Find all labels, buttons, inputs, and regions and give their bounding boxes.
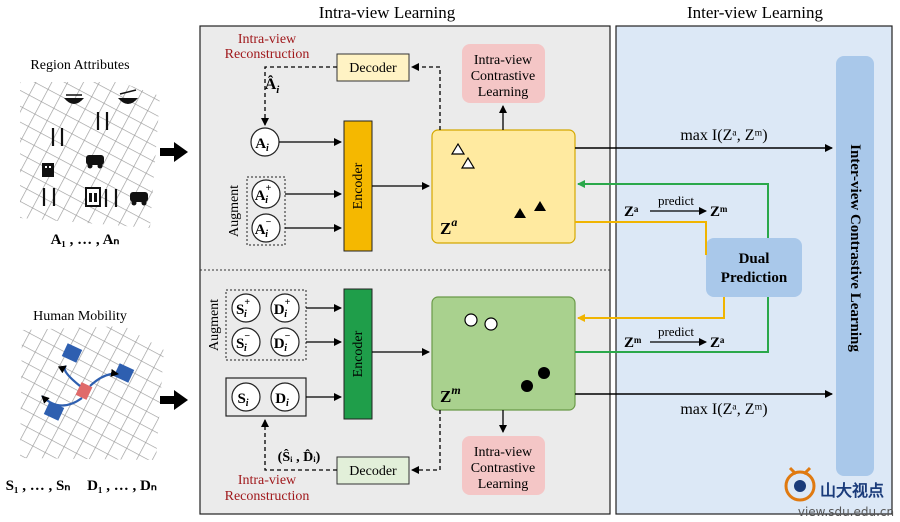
za-label: Za [440, 215, 457, 238]
bottom-intra-cl-label-1: Intra-view [474, 445, 533, 460]
zm-positive-point [464, 313, 478, 327]
top-intra-cl-label-3: Learning [478, 85, 529, 100]
bottom-encoder [343, 288, 373, 420]
bottom-encoder-label: Encoder [351, 330, 366, 377]
predict-top-to: Zᵐ [710, 204, 728, 220]
region-attributes-label: Region Attributes [30, 58, 129, 73]
mi-label-top: max I(Zᵃ, Zᵐ) [680, 127, 767, 144]
shop-icon [85, 187, 101, 207]
mobility-recon-output: (Ŝᵢ , D̂ᵢ) [278, 448, 321, 465]
bottom-intra-cl-label-3: Learning [478, 477, 529, 492]
inter-view-cl-box [836, 56, 874, 476]
zm-negative-point [521, 380, 533, 392]
za-negative-point [534, 201, 546, 211]
dashed-arrow [261, 419, 337, 471]
s-minus-node [231, 327, 261, 357]
predict-bottom-to: Zᵃ [710, 335, 725, 351]
top-intra-cl-label-2: Contrastive [471, 69, 536, 84]
bottom-decoder [336, 456, 410, 485]
a-minus-label: A−i [255, 217, 272, 240]
d-i-label: Di [275, 391, 289, 409]
mobility-sequence-s: S₁ , … , Sₙ [6, 478, 71, 494]
dual-prediction-label-1: Dual [739, 251, 770, 267]
bottom-recon-label-2: Reconstruction [225, 489, 310, 504]
bottom-recon-label-1: Intra-view [238, 473, 297, 488]
car-icon [130, 192, 148, 206]
bottom-augment-label: Augment [207, 299, 222, 351]
d-minus-label: D−i [274, 331, 291, 354]
intra-view-title: Intra-view Learning [319, 3, 456, 22]
a-plus-label: A+i [255, 183, 272, 206]
dual-prediction-label-2: Prediction [721, 270, 788, 286]
top-decoder-label: Decoder [349, 61, 397, 76]
a-hat-label: Âi [265, 74, 281, 96]
s-i-node [231, 382, 261, 412]
d-i-node [270, 382, 300, 412]
human-mobility-label: Human Mobility [33, 309, 127, 324]
za-negative-point [514, 208, 526, 218]
green-arrow-to-za [577, 180, 769, 238]
zm-positive-point [484, 317, 498, 331]
utensils-icon [96, 112, 109, 130]
a-i-label: Ai [255, 136, 269, 154]
d-minus-node [270, 327, 300, 357]
top-augment-label: Augment [227, 185, 242, 237]
bowl-icon [118, 89, 138, 104]
utensils-icon [104, 189, 118, 207]
predict-bottom-from: Zᵐ [624, 335, 642, 351]
bottom-intra-cl-box [462, 436, 545, 495]
green-line-from-zm [575, 297, 769, 353]
a-plus-node [251, 179, 281, 209]
predict-bottom-word: predict [658, 324, 694, 339]
za-positive-point [450, 142, 466, 155]
car-icon [86, 155, 104, 169]
top-recon-label-1: Intra-view [238, 32, 297, 47]
a-minus-node [251, 213, 281, 243]
top-encoder-label: Encoder [351, 162, 366, 209]
top-intra-cl-box [462, 44, 545, 103]
zm-label: Zm [440, 383, 461, 406]
orange-line-from-za [575, 221, 707, 255]
dashed-arrow [411, 410, 441, 474]
zm-negative-point [538, 367, 550, 379]
predict-top-from: Zᵃ [624, 204, 639, 220]
dual-prediction-box [706, 238, 802, 297]
mobility-sequence-d: D₁ , … , Dₙ [87, 478, 157, 494]
sdu-logo-icon [784, 466, 816, 502]
bowl-icon [64, 94, 84, 104]
s-plus-node [231, 293, 261, 323]
mi-label-bottom: max I(Zᵃ, Zᵐ) [680, 401, 767, 418]
dashed-arrow [411, 63, 441, 130]
mobility-map [20, 326, 164, 460]
bottom-augment-box [225, 289, 307, 361]
region-sequence: A₁ , … , Aₙ [51, 232, 120, 248]
top-intra-cl-label-1: Intra-view [474, 53, 533, 68]
bottom-intra-cl-label-2: Contrastive [471, 461, 536, 476]
top-augment-box [246, 176, 286, 246]
za-positive-point [460, 156, 476, 169]
utensils-icon [51, 128, 64, 146]
s-i-label: Si [237, 391, 248, 409]
building-icon [42, 163, 54, 177]
s-plus-label: S+i [236, 297, 250, 320]
bottom-decoder-label: Decoder [349, 464, 397, 479]
dashed-arrow [261, 66, 337, 126]
inter-view-cl-label: Inter-view Contrastive Learning [847, 144, 863, 352]
predict-top-word: predict [658, 193, 694, 208]
region-map [20, 82, 160, 228]
watermark-logo-text: 山大视点 [820, 481, 884, 500]
orange-arrow-to-zm [577, 297, 725, 322]
input-arrow-top [160, 142, 188, 162]
utensils-icon [42, 188, 56, 206]
input-arrow-bottom [160, 390, 188, 410]
top-encoder [343, 120, 373, 252]
d-plus-node [270, 293, 300, 323]
inter-view-title: Inter-view Learning [687, 3, 824, 22]
top-decoder [336, 53, 410, 82]
d-plus-label: D+i [274, 297, 291, 320]
watermark-url: view.sdu.edu.cn [798, 505, 894, 519]
s-minus-label: S−i [236, 331, 250, 354]
top-recon-label-2: Reconstruction [225, 47, 310, 62]
